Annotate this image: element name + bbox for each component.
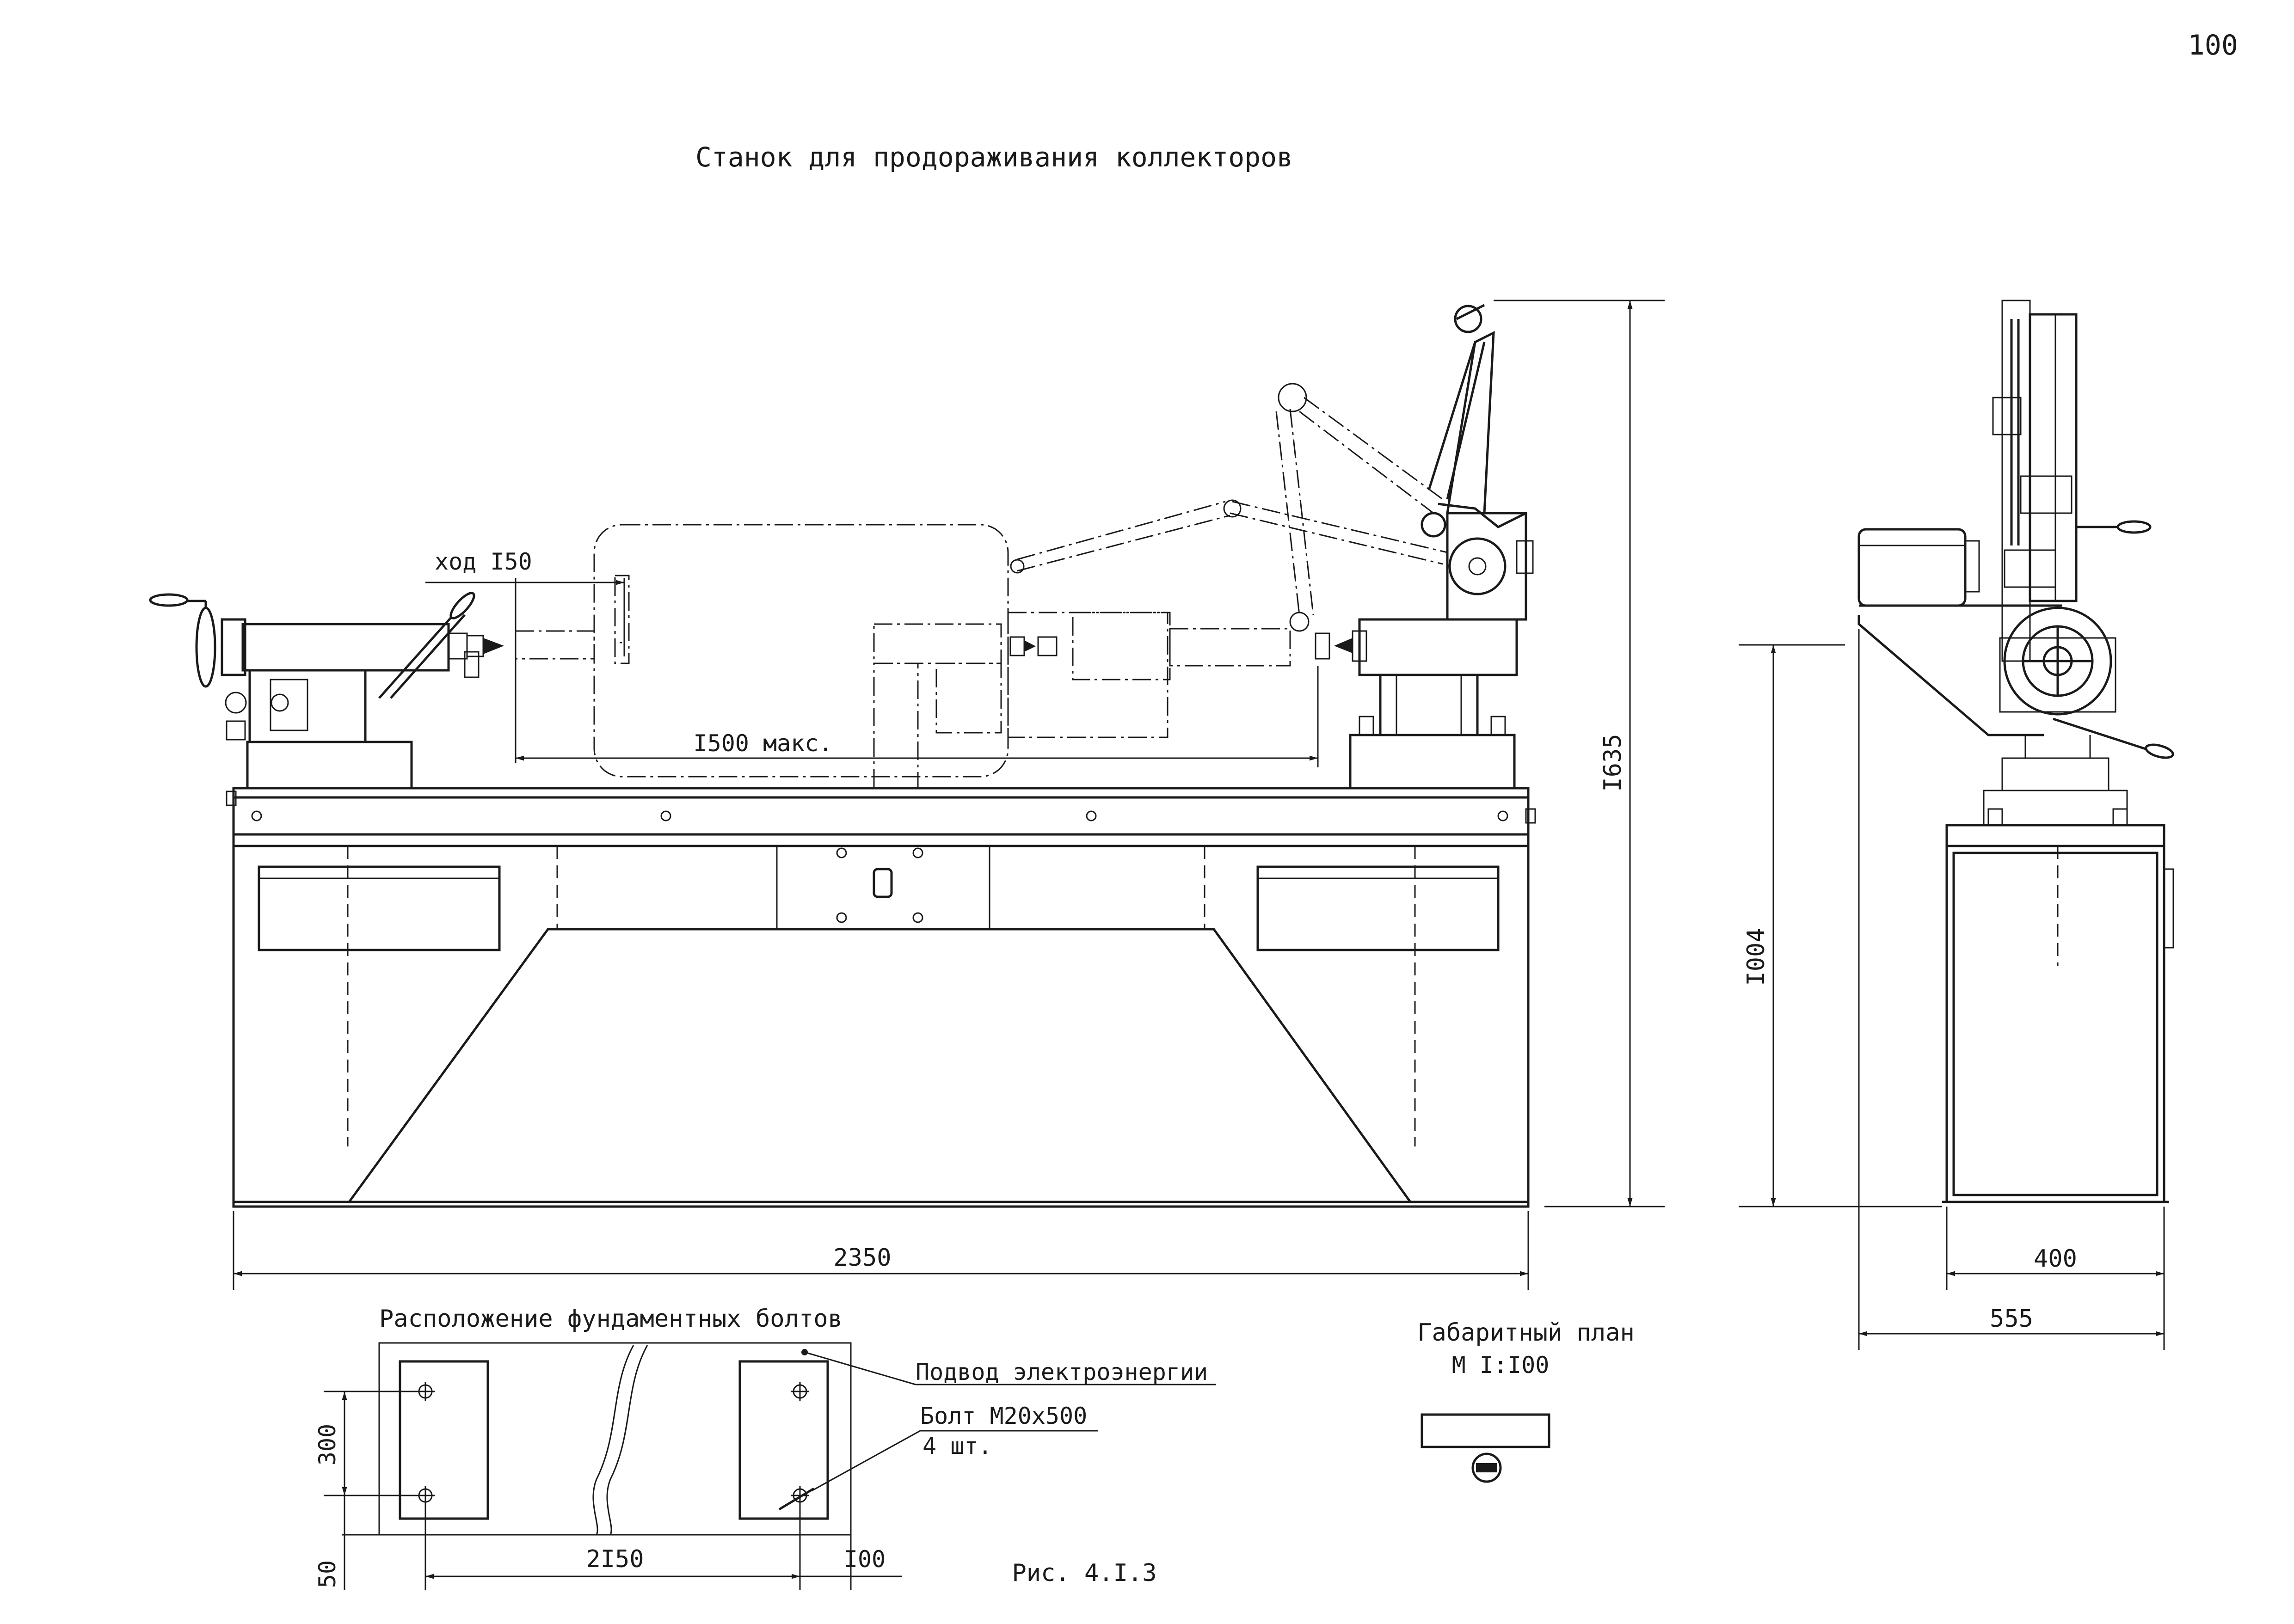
bolt-layout: Расположение фундаментных болтов Подвод … xyxy=(314,1305,1216,1590)
bolt-count-label: 4 шт. xyxy=(923,1433,992,1459)
dim-50-label: 50 xyxy=(314,1560,341,1588)
side-inner-width-label: 400 xyxy=(2034,1245,2077,1273)
overall-plan-title: Габаритный план xyxy=(1417,1319,1635,1347)
bolt-spec-label: Болт М20х500 xyxy=(920,1403,1087,1429)
dim-300-label: 300 xyxy=(314,1424,341,1465)
stroke-label: ход I50 xyxy=(435,548,532,575)
motor xyxy=(1857,528,1967,607)
plan-outline xyxy=(1421,1413,1550,1448)
drawer-left xyxy=(258,865,501,951)
side-view: I004 400 555 xyxy=(1739,300,2174,1350)
bolt-plan-title: Расположение фундаментных болтов xyxy=(379,1305,843,1333)
tailstock xyxy=(1315,304,1534,790)
machine-bed xyxy=(226,787,1536,836)
stroke-dimension: ход I50 xyxy=(425,548,625,763)
max-length-label: I500 макс. xyxy=(693,730,832,757)
figure-caption: Рис. 4.I.3 xyxy=(1012,1559,1156,1587)
max-length-dimension: I500 макс. xyxy=(516,666,1319,767)
side-height-label: I004 xyxy=(1742,928,1770,986)
dim-2150-label: 2I50 xyxy=(586,1545,644,1573)
handwheel-icon xyxy=(195,607,216,688)
drawer-right xyxy=(1256,865,1500,951)
switch-icon xyxy=(873,868,893,898)
page-number: 100 xyxy=(2188,29,2238,61)
height-label: I635 xyxy=(1599,734,1627,791)
foundation-pad-left xyxy=(399,1360,489,1520)
workpiece-outline xyxy=(515,524,1291,789)
width-dimension: 2350 xyxy=(233,1211,1529,1290)
control-panel xyxy=(776,845,990,930)
width-label: 2350 xyxy=(833,1244,891,1272)
machine-base xyxy=(232,833,1530,1208)
dim-100-label: I00 xyxy=(844,1546,886,1573)
front-view: ход I50 I500 макс. I635 2350 xyxy=(149,300,1665,1290)
height-dimension: I635 xyxy=(1494,300,1665,1207)
side-outer-width-label: 555 xyxy=(1990,1305,2033,1333)
headstock xyxy=(149,592,504,790)
linkage-arms xyxy=(1010,383,1448,632)
bolt-icon xyxy=(416,1382,809,1505)
drawing-title: Станок для продораживания коллекторов xyxy=(695,141,1293,173)
plan-power-icon xyxy=(1471,1452,1502,1483)
power-supply-label: Подвод электроэнергии xyxy=(916,1359,1208,1385)
overall-plan: Габаритный план М I:I00 xyxy=(1417,1319,1635,1483)
foundation-pad-right xyxy=(738,1360,829,1520)
overall-plan-scale: М I:I00 xyxy=(1452,1352,1550,1379)
